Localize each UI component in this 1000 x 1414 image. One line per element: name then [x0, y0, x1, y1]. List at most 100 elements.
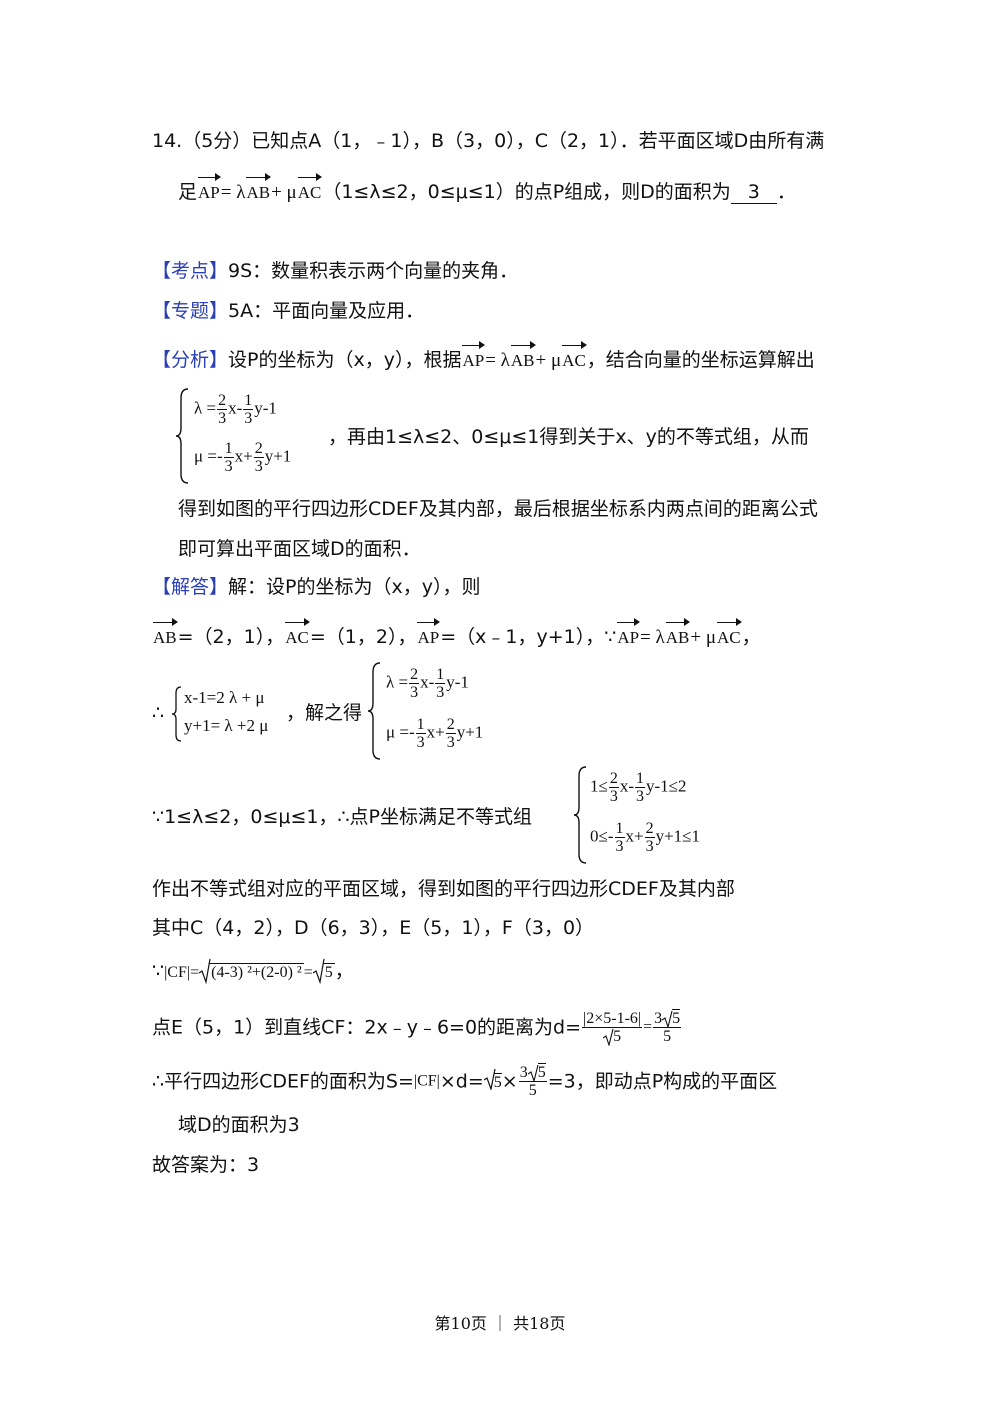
- vector-ap: AP: [617, 618, 640, 651]
- zhuanti-line: 【专题】5A：平面向量及应用．: [152, 298, 424, 324]
- brace-icon: [367, 662, 381, 760]
- answer-blank: 3: [730, 181, 777, 204]
- times-d: ×d=: [439, 1070, 484, 1093]
- brace-icon: [175, 388, 189, 484]
- numerator: 2: [644, 820, 655, 838]
- sqrt-icon: 5: [483, 1068, 502, 1096]
- page-footer: 第10页 ｜ 共18页: [434, 1314, 566, 1333]
- denominator: 5: [603, 1027, 622, 1046]
- zhuanti-text: 5A：平面向量及应用．: [228, 300, 425, 322]
- denominator: 5: [528, 1082, 537, 1099]
- kaodian-text: 9S：数量积表示两个向量的夹角．: [228, 260, 519, 282]
- ineq-left: 1≤: [590, 776, 608, 796]
- fraction: |2×5-1-6|5: [582, 1010, 643, 1046]
- vector-ab: AB: [510, 341, 536, 374]
- denominator: 3: [636, 788, 645, 805]
- vector-ab: AB: [153, 618, 178, 651]
- vector-ac: AC: [717, 618, 742, 651]
- radicand: 5: [537, 1063, 546, 1081]
- comma: ，: [741, 626, 761, 648]
- vector-ab: AB: [665, 618, 690, 651]
- numerator: 1: [635, 770, 646, 788]
- eq-lambda: = λ: [640, 627, 665, 648]
- radicand: (4-3) ²+(2-0) ²: [209, 963, 304, 981]
- equals: =: [190, 964, 200, 981]
- question-condition: （1≤λ≤2，0≤μ≤1）的点P组成，则D的面积为: [322, 181, 731, 203]
- fenxi-after-system: ，再由1≤λ≤2、0≤μ≤1得到关于x、y的不等式组，从而: [328, 426, 809, 448]
- fenxi-text-1: 设P的坐标为（x，y），根据: [228, 349, 462, 371]
- comma: ，: [334, 960, 354, 982]
- radicand: 5: [493, 1072, 502, 1091]
- system-row: x-1=2 λ + μ: [184, 688, 265, 707]
- abs-cf: |CF|: [164, 964, 191, 981]
- lambda-eq: λ =: [386, 672, 409, 692]
- denominator: 5: [663, 1028, 672, 1045]
- x-term: x-: [228, 398, 243, 418]
- numerator: 1: [614, 820, 625, 838]
- sqrt-icon: (4-3) ²+(2-0) ²: [199, 958, 304, 986]
- numerator: 1: [243, 392, 254, 410]
- denominator: 3: [218, 410, 227, 427]
- system-row: y+1= λ +2 μ: [184, 716, 269, 735]
- y-term: y+1: [456, 722, 484, 742]
- mu-eq: μ =-: [386, 722, 415, 742]
- y-term: y+1: [264, 446, 292, 466]
- numerator: 1: [415, 716, 426, 734]
- vector-ab: AB: [246, 173, 271, 206]
- solve-text: ，解之得: [286, 702, 363, 724]
- points-line: 其中C（4，2），D（6，3），E（5，1），F（3，0）: [152, 917, 595, 939]
- denominator: 3: [416, 734, 425, 751]
- ab-value: =（2，1），: [177, 626, 285, 648]
- y-term: y-1: [254, 398, 277, 418]
- ac-value: =（1，2），: [309, 626, 417, 648]
- coefficient: 3: [654, 1010, 663, 1027]
- vector-ap: AP: [462, 341, 485, 374]
- x-term: x+: [625, 826, 644, 846]
- numerator: 1: [223, 440, 234, 458]
- ineq-left: 0≤-: [590, 826, 614, 846]
- vector-ac: AC: [285, 618, 310, 651]
- brace-icon: [171, 686, 182, 742]
- x-term: x+: [426, 722, 445, 742]
- x-term: x+: [234, 446, 253, 466]
- question-text: 足: [178, 181, 198, 203]
- kaodian-tag: 【考点】: [152, 260, 229, 282]
- numerator: 2: [445, 716, 456, 734]
- jieda-vectors-line: AB=（2，1），AC=（1，2），AP=（x﹣1，y+1），∵AP= λAB+…: [152, 618, 761, 651]
- abs-cf: |CF|: [413, 1072, 440, 1090]
- area-tail: =3，即动点P构成的平面区: [547, 1070, 778, 1093]
- system-a: x-1=2 λ + μ y+1= λ +2 μ: [171, 686, 292, 742]
- ap-value: =（x﹣1，y+1），: [440, 626, 605, 648]
- fenxi-line-3: 得到如图的平行四边形CDEF及其内部，最后根据坐标系内两点间的距离公式: [178, 498, 818, 520]
- plus-mu: + μ: [271, 182, 297, 203]
- numerator: 2: [253, 440, 264, 458]
- plus-mu: + μ: [690, 627, 717, 648]
- numerator: |2×5-1-6|: [582, 1010, 643, 1028]
- fenxi-line-4: 即可算出平面区域D的面积．: [178, 538, 421, 560]
- denominator: 3: [645, 838, 654, 855]
- denominator: 3: [254, 458, 263, 475]
- sqrt-icon: 5: [312, 958, 335, 986]
- brace-icon: [573, 766, 587, 864]
- ineq-right: y-1≤2: [646, 776, 687, 796]
- numerator: 2: [608, 770, 619, 788]
- zhuanti-tag: 【专题】: [152, 300, 229, 322]
- distance-text: 点E（5，1）到直线CF：2x﹣y﹣6=0的距离为d=: [152, 1016, 582, 1039]
- ineq-right: y+1≤1: [655, 826, 701, 846]
- jieda-tag: 【解答】: [152, 576, 229, 598]
- inequality-line: ∵1≤λ≤2，0≤μ≤1，∴点P坐标满足不等式组: [152, 806, 533, 828]
